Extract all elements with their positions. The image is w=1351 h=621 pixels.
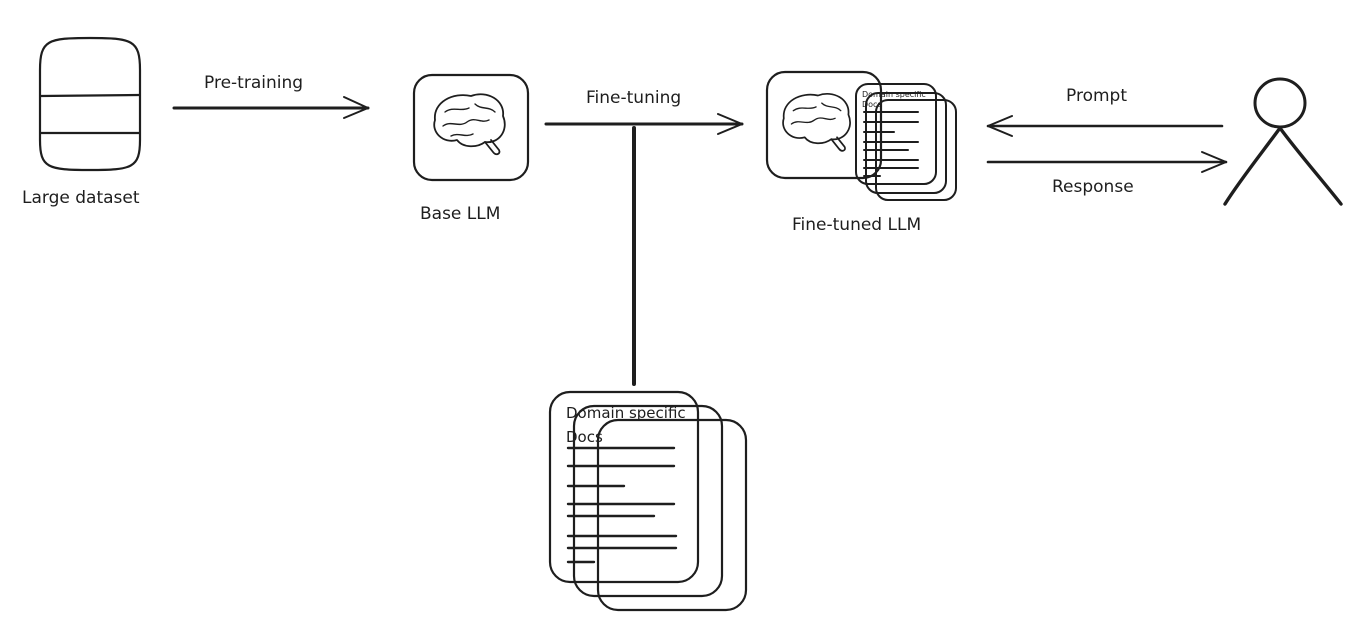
large-dataset-label: Large dataset — [22, 188, 140, 208]
brain-icon — [433, 93, 506, 156]
fine-tuned-llm-label: Fine-tuned LLM — [792, 215, 921, 235]
documents-icon — [548, 390, 748, 612]
fine-tuned-llm-box — [765, 70, 957, 201]
domain-docs-title-line2: Docs — [566, 428, 603, 446]
response-label: Response — [1052, 177, 1134, 197]
prompt-arrow — [986, 115, 1224, 137]
brain-icon — [782, 93, 851, 152]
user-icon — [1223, 77, 1343, 206]
database-icon — [38, 36, 142, 172]
documents-icon — [855, 83, 957, 201]
response-arrow — [986, 151, 1228, 173]
pretraining-arrow — [172, 96, 370, 119]
finetuning-arrow — [544, 113, 744, 135]
domain-docs-title: Domain specific — [566, 404, 686, 422]
prompt-label: Prompt — [1066, 86, 1127, 106]
fine-tuned-docs-title-line2: Docs — [862, 100, 882, 109]
base-llm-box — [412, 73, 530, 182]
fine-tuned-docs-title: Domain specific — [862, 90, 926, 99]
pretraining-label: Pre-training — [204, 73, 303, 93]
finetuning-label: Fine-tuning — [586, 88, 681, 108]
base-llm-label: Base LLM — [420, 204, 500, 224]
